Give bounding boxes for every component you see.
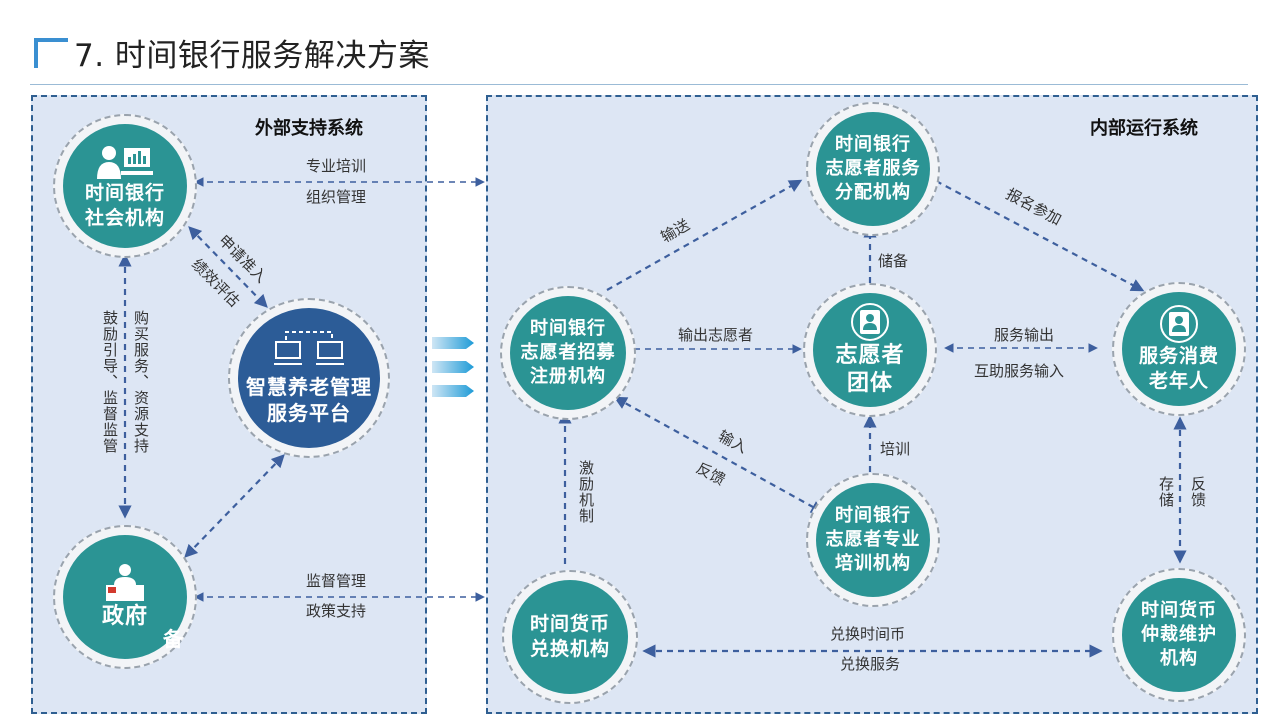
edge-social-platform xyxy=(188,226,268,308)
node-volunteer-recruitment[interactable]: 时间银行 志愿者招募 注册机构 xyxy=(500,286,636,420)
node-label: 智慧养老管理 服务平台 xyxy=(246,375,372,425)
node-service-allocation[interactable]: 时间银行 志愿者服务 分配机构 xyxy=(806,102,940,236)
node-label: 志愿者 团体 xyxy=(835,343,905,396)
person-badge-icon xyxy=(1160,305,1198,343)
title-divider xyxy=(30,84,1248,85)
node-label: 服务消费 老年人 xyxy=(1138,345,1219,392)
person-badge-icon xyxy=(851,303,889,341)
node-label: 政府 xyxy=(101,604,148,629)
node-professional-training[interactable]: 时间银行 志愿者专业 培训机构 xyxy=(806,473,940,607)
node-currency-arbitration[interactable]: 时间货币 仲裁维护 机构 xyxy=(1112,568,1246,702)
label-mutual-service-input: 互助服务输入 xyxy=(974,362,1065,380)
person-at-computer-icon xyxy=(97,146,153,179)
label-incentive: 激励机制 xyxy=(577,460,595,524)
label-feedback-vertical: 反馈 xyxy=(1189,476,1207,508)
edge-recruit-allocate xyxy=(606,179,803,291)
node-label: 时间银行 志愿者服务 分配机构 xyxy=(825,134,921,203)
official-with-flag-icon xyxy=(106,564,144,601)
label-supervision: 监督管理 xyxy=(306,572,367,590)
edge-recruit-training xyxy=(613,396,825,514)
label-service-output: 服务输出 xyxy=(994,326,1055,344)
label-professional-training: 专业培训 xyxy=(306,157,367,175)
label-organization-management: 组织管理 xyxy=(306,188,367,206)
label-exchange-coin: 兑换时间币 xyxy=(830,625,906,643)
label-output-volunteers: 输出志愿者 xyxy=(678,326,754,344)
node-volunteer-group[interactable]: 志愿者 团体 xyxy=(803,283,937,417)
internal-panel-title: 内部运行系统 xyxy=(1090,118,1198,139)
node-elderly-consumers[interactable]: 服务消费 老年人 xyxy=(1112,282,1246,416)
node-label: 时间货币 仲裁维护 机构 xyxy=(1141,600,1217,669)
label-encourage-guide: 鼓励引导、监督监管 xyxy=(101,310,119,454)
label-policy-support: 政策支持 xyxy=(306,602,367,620)
edge-platform-government xyxy=(184,454,285,558)
label-training: 培训 xyxy=(880,440,911,458)
label-reserve: 储备 xyxy=(878,252,909,270)
node-label: 时间银行 志愿者专业 培训机构 xyxy=(825,505,921,574)
node-smart-elderly-platform[interactable]: 智慧养老管理 服务平台 xyxy=(228,298,390,458)
label-purchase-support: 购买服务、资源支持 xyxy=(132,310,150,454)
node-social-organization[interactable]: 时间银行 社会机构 xyxy=(53,114,197,258)
node-label: 时间银行 社会机构 xyxy=(84,182,165,229)
node-label: 时间银行 志愿者招募 注册机构 xyxy=(520,318,616,387)
node-government[interactable]: 政府 xyxy=(53,525,197,669)
chevron-arrows-icon xyxy=(432,337,474,397)
label-storage: 存储 xyxy=(1157,476,1175,508)
label-exchange-service: 兑换服务 xyxy=(840,655,901,673)
node-currency-exchange[interactable]: 时间货币 兑换机构 xyxy=(502,570,638,704)
stray-text-fragment: 备 xyxy=(163,627,183,651)
external-panel-title: 外部支持系统 xyxy=(255,118,363,139)
title-bracket-decoration xyxy=(34,38,68,68)
networked-computers-icon xyxy=(274,331,344,365)
node-label: 时间货币 兑换机构 xyxy=(529,613,610,660)
edge-allocate-elderly xyxy=(935,180,1145,292)
page-title: 7. 时间银行服务解决方案 xyxy=(74,38,430,74)
